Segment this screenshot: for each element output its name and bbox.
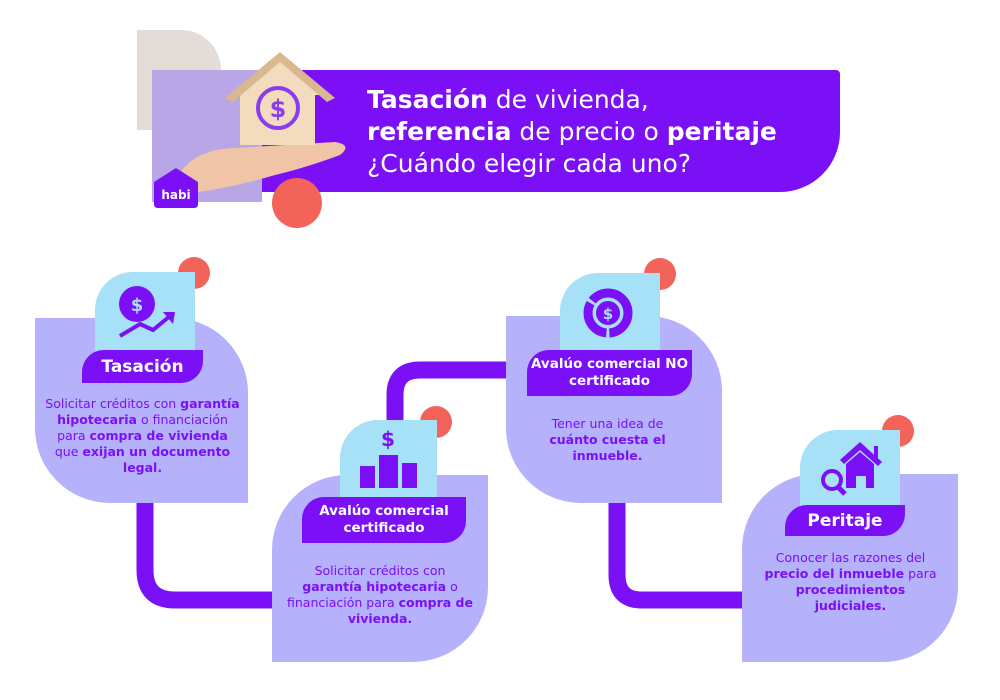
page-title: Tasación de vivienda, referencia de prec… [367,84,777,180]
card-description: Tener una idea de cuánto cuesta el inmue… [535,416,680,464]
desc-text: Solicitar créditos con [45,396,181,411]
desc-text: que [54,444,83,459]
title-text: de vivienda, [487,85,649,114]
logo-text: habi [161,188,191,202]
desc-text: Conocer las razones del [775,550,926,565]
desc-bold: compra de vivienda [89,428,228,443]
card-description: Solicitar créditos con garantía hipoteca… [45,396,240,476]
icon-box: $ [95,272,195,352]
title-question: ¿Cuándo elegir cada uno? [367,149,692,178]
svg-text:$: $ [603,305,613,323]
desc-bold: garantía hipotecaria [57,396,240,427]
svg-text:$: $ [270,95,287,123]
card-label: Peritaje [785,505,905,536]
decor-red-circle [272,178,322,228]
icon-box: $ [560,273,660,351]
icon-box [800,430,900,508]
title-text: de precio o [511,117,667,146]
dollar-growth-icon: $ [118,286,175,338]
title-banner [262,70,840,192]
svg-text:$: $ [381,427,395,451]
card-label: Tasación [82,350,203,383]
title-bold: referencia [367,117,512,146]
connector-3-4 [608,500,750,609]
desc-text: o financiación para [57,412,228,443]
desc-bold: garantía hipotecaria [302,579,447,594]
card-label: Avalúo comercial certificado [302,497,466,543]
desc-text: para [904,566,937,581]
desc-text: o financiación para [287,579,458,610]
desc-bold: compra de vivienda. [347,595,473,626]
dollar-bar-chart-icon: $ [360,427,417,488]
card-label: Avalúo comercial NO certificado [527,350,692,396]
desc-bold: procedimientos judiciales. [795,582,906,613]
habi-logo: habi [154,168,198,208]
connector-1-2 [136,500,280,609]
house-in-hand-icon: $ [175,52,346,195]
dollar-pie-icon: $ [583,288,633,338]
house-search-icon [821,442,882,496]
card-description: Solicitar créditos con garantía hipoteca… [285,563,475,627]
icon-box: $ [340,420,437,500]
svg-text:$: $ [131,295,144,316]
card-description: Conocer las razones del precio del inmue… [758,550,943,614]
desc-text: Tener una idea de [551,416,664,431]
desc-bold: exijan un documento legal. [82,444,231,475]
title-bold: Tasación [367,85,488,114]
connector-2-3 [386,361,515,425]
desc-bold: precio del inmueble [764,566,905,581]
desc-bold: cuánto cuesta el inmueble. [549,432,666,463]
desc-text: Solicitar créditos con [314,563,446,578]
title-bold: peritaje [666,117,777,146]
